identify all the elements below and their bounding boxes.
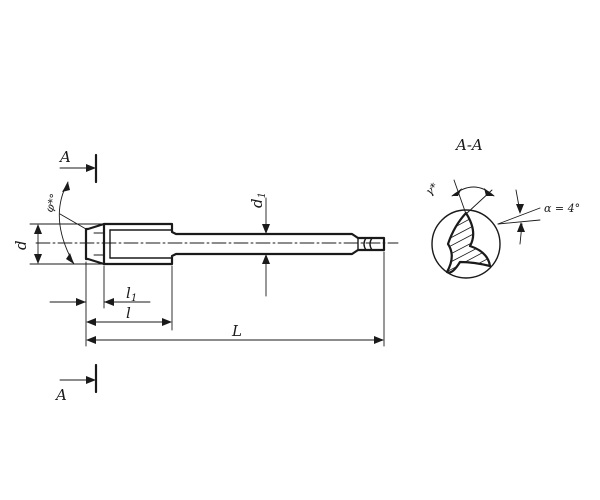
length-l-dimension: l [86, 304, 172, 326]
section-aa-view: A-A γ* α = 4° [423, 136, 580, 279]
diameter-d1-dimension: d1 [248, 192, 270, 297]
svg-text:l1: l1 [126, 284, 137, 304]
l1-subscript: 1 [131, 293, 137, 304]
tap-side-view [35, 222, 399, 266]
length-l1-dimension: l1 [49, 284, 151, 306]
phi-label: φ*° [43, 192, 62, 214]
section-title: A-A [454, 136, 483, 154]
section-letter-bottom: A [54, 386, 67, 404]
L-label: L [231, 322, 242, 340]
section-marker-top: A [58, 148, 98, 184]
section-profile [445, 211, 492, 274]
section-outer-circle [431, 209, 501, 279]
l-label: l [126, 304, 131, 322]
section-letter-top: A [58, 148, 71, 166]
gamma-label: γ* [423, 180, 441, 198]
diameter-d-dimension: d [12, 223, 105, 265]
alpha-label: α = 4° [544, 202, 580, 215]
d-label: d [12, 240, 30, 250]
svg-text:d1: d1 [248, 192, 268, 208]
chamfer-angle-dimension: φ*° [43, 181, 87, 265]
length-L-dimension: L [86, 322, 384, 344]
d1-subscript: 1 [257, 192, 268, 198]
section-marker-bottom: A [54, 363, 98, 404]
d1-label: d [248, 198, 266, 208]
l1-label: l [126, 284, 131, 302]
